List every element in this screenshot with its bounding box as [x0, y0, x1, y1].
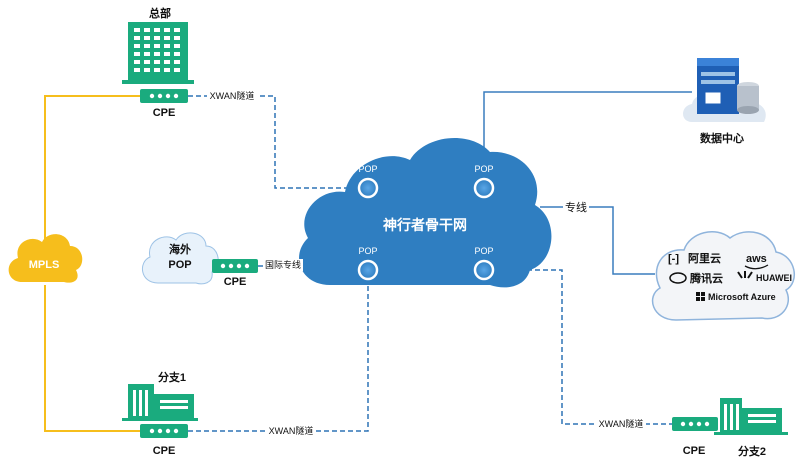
vendor-azure: Microsoft Azure	[708, 292, 776, 302]
overseas-pop-cloud-icon	[142, 232, 219, 285]
international-label-bg	[263, 259, 303, 271]
svg-text:[-]: [-]	[668, 253, 679, 265]
hq-xwan-tunnel	[188, 95, 355, 189]
branch2-xwan-tunnel	[495, 269, 672, 425]
overseas-cpe-device-icon	[212, 259, 258, 273]
overseas-pop-line2: POP	[168, 259, 191, 271]
branch2-label: 分支2	[738, 444, 766, 458]
hq-cpe-label: CPE	[153, 107, 176, 119]
hq-cpe-device-icon	[140, 89, 188, 103]
branch2-cpe-device-icon	[672, 417, 718, 431]
microsoft-logo-icon	[696, 292, 705, 301]
dedicated-line	[540, 206, 655, 275]
mpls-link-hq	[44, 95, 140, 245]
vendor-aws: aws	[746, 253, 767, 265]
vendor-aliyun: 阿里云	[688, 251, 721, 265]
branch1-cpe-device-icon	[140, 424, 188, 438]
branch2-cpe-label: CPE	[683, 445, 706, 457]
branch1-tunnel-label-bg	[266, 425, 316, 437]
branch1-building-icon	[122, 384, 198, 421]
mpls-cloud-icon	[8, 234, 83, 283]
branch1-tunnel-label: XWAN隧道	[269, 425, 314, 436]
branch1-xwan-tunnel	[188, 275, 369, 432]
branch1-label: 分支1	[158, 370, 186, 384]
headquarters-label: 总部	[149, 6, 171, 20]
vendor-tencent: 腾讯云	[690, 271, 723, 285]
dedicated-line-label: 专线	[565, 200, 587, 214]
datacenter-label: 数据中心	[700, 131, 744, 145]
backbone-cloud	[299, 138, 552, 288]
mpls-label: MPLS	[29, 259, 60, 271]
pop-label-1: POP	[358, 164, 377, 174]
dedicated-label-bg	[563, 201, 589, 213]
cloud-vendors-cloud-icon	[651, 231, 796, 321]
branch2-tunnel-label-bg	[596, 418, 646, 430]
datacenter-server-icon	[683, 58, 766, 122]
mpls-link-branch1	[44, 285, 140, 432]
datacenter-link	[483, 91, 692, 158]
branch2-building-icon	[714, 398, 788, 435]
aws-smile-icon	[744, 264, 769, 270]
overseas-pop-line1: 海外	[169, 242, 191, 256]
branch1-cpe-label: CPE	[153, 445, 176, 457]
backbone-label: 神行者骨干网	[383, 217, 467, 233]
pop-node-4	[473, 259, 495, 281]
pop-node-2	[473, 177, 495, 199]
pop-label-2: POP	[474, 164, 493, 174]
huawei-logo-icon	[737, 271, 753, 279]
aliyun-logo-icon: [-]	[668, 253, 679, 265]
overseas-cpe-label: CPE	[224, 276, 247, 288]
hq-tunnel-label: XWAN隧道	[210, 90, 255, 101]
pop-node-1	[357, 177, 379, 199]
international-line-label: 国际专线	[265, 259, 301, 270]
headquarters-building-icon	[122, 22, 194, 84]
tencent-cloud-logo-icon	[669, 272, 687, 284]
pop-label-4: POP	[474, 246, 493, 256]
pop-label-3: POP	[358, 246, 377, 256]
branch2-tunnel-label: XWAN隧道	[599, 418, 644, 429]
hq-tunnel-label-bg	[207, 90, 257, 102]
pop-node-3	[357, 259, 379, 281]
vendor-huawei: HUAWEI	[756, 273, 792, 283]
